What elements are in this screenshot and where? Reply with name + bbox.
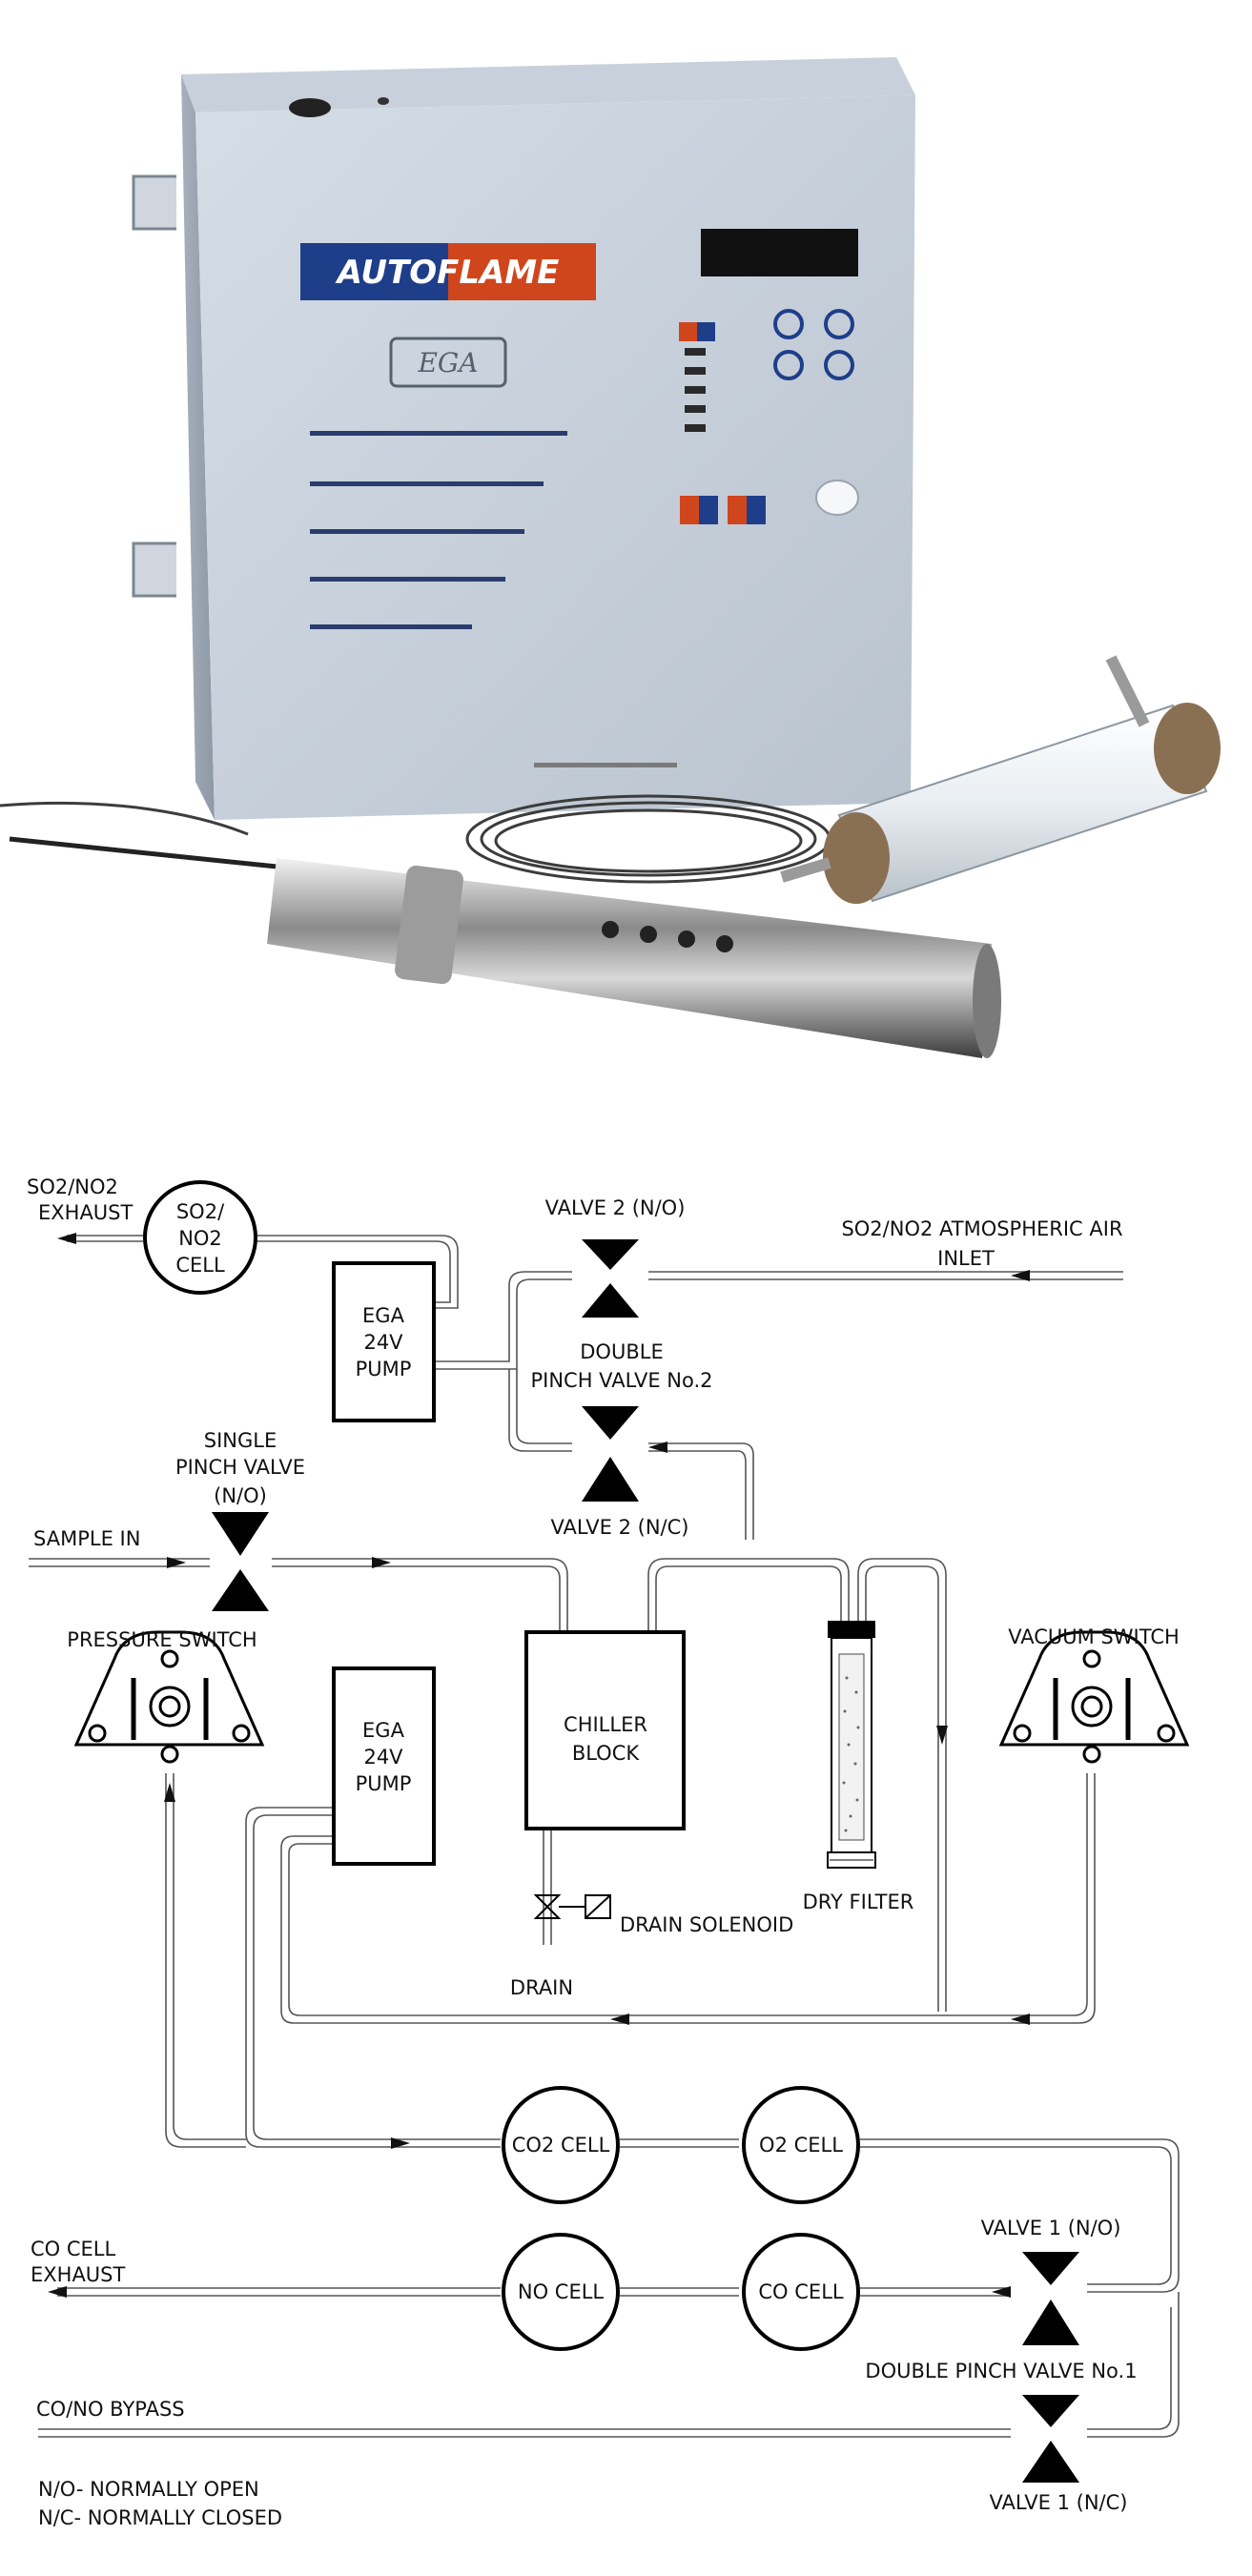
svg-text:CO CELL: CO CELL (758, 2280, 843, 2303)
svg-text:NO CELL: NO CELL (518, 2280, 605, 2303)
co2-cell: CO2 CELL (502, 2086, 620, 2204)
sample-in-label: SAMPLE IN (33, 1527, 140, 1550)
lcd-display (701, 229, 858, 276)
legend-nc: N/C- NORMALLY CLOSED (38, 2506, 282, 2529)
drain-solenoid (533, 1894, 611, 1919)
valve-1-no (1022, 2252, 1079, 2285)
analyser-enclosure (132, 57, 915, 820)
single-pinch-label-3: (N/O) (214, 1484, 267, 1507)
maker-plate (534, 763, 677, 767)
single-pinch-label-2: PINCH VALVE (175, 1456, 305, 1479)
svg-text:PUMP: PUMP (356, 1358, 412, 1380)
valve-2-no-label: VALVE 2 (N/O) (545, 1196, 686, 1219)
keypad-buttons[interactable] (773, 309, 854, 380)
tubing (29, 1235, 1180, 2438)
single-pinch-label: SINGLE (204, 1429, 277, 1452)
legend: N/O- NORMALLY OPEN N/C- NORMALLY CLOSED (38, 2478, 282, 2529)
mode-keys[interactable] (680, 496, 766, 524)
valve-1-nc-label: VALVE 1 (N/C) (990, 2491, 1128, 2514)
in-line-filter (780, 655, 1221, 904)
svg-text:CHILLER: CHILLER (564, 1713, 647, 1736)
svg-text:CO2 CELL: CO2 CELL (512, 2134, 610, 2157)
dry-filter (827, 1621, 876, 1869)
co-no-bypass-label: CO/NO BYPASS (36, 2398, 185, 2421)
atmospheric-inlet-label: SO2/NO2 ATMOSPHERIC AIR (841, 1217, 1122, 1240)
svg-text:SO2/: SO2/ (176, 1200, 225, 1223)
pressure-switch-label: PRESSURE SWITCH (67, 1628, 257, 1651)
svg-text:PUMP: PUMP (356, 1772, 412, 1795)
double-pinch-2-label: DOUBLE (580, 1340, 663, 1363)
double-pinch-valve-1 (1022, 2300, 1079, 2427)
co-cell-exhaust-label-2: EXHAUST (31, 2263, 126, 2286)
single-pinch-valve (212, 1512, 269, 1611)
svg-text:EGA: EGA (417, 347, 478, 378)
double-pinch-2-label-2: PINCH VALVE No.2 (530, 1369, 712, 1392)
double-pinch-valve-2 (582, 1283, 639, 1440)
pump-top: EGA 24V PUMP (332, 1261, 436, 1422)
pressure-switch (73, 1630, 265, 1764)
legend-no: N/O- NORMALLY OPEN (38, 2478, 259, 2501)
valve-2-nc (582, 1457, 639, 1502)
vacuum-switch-label: VACUUM SWITCH (1008, 1625, 1180, 1648)
pump-bottom: EGA 24V PUMP (332, 1666, 436, 1866)
svg-text:24V: 24V (363, 1331, 403, 1354)
svg-text:EGA: EGA (362, 1719, 405, 1742)
so2-no2-exhaust-label: SO2/NO2 (27, 1176, 118, 1198)
so2-no2-cell: SO2/ NO2 CELL (143, 1180, 257, 1295)
svg-text:EGA: EGA (362, 1304, 405, 1327)
dry-filter-label: DRY FILTER (803, 1891, 914, 1913)
svg-text:O2 CELL: O2 CELL (759, 2134, 843, 2157)
double-pinch-1-label: DOUBLE PINCH VALVE No.1 (865, 2360, 1137, 2382)
atmospheric-inlet-label-2: INLET (937, 1247, 995, 1270)
svg-text:BLOCK: BLOCK (572, 1742, 641, 1765)
ega-badge: EGA (389, 337, 507, 388)
o2-cell: O2 CELL (742, 2086, 860, 2204)
co-cell-exhaust-label: CO CELL (31, 2238, 115, 2260)
drain-label: DRAIN (510, 1976, 573, 1999)
autoflame-logo: AUTOFLAME (300, 243, 596, 300)
valve-2-no (582, 1239, 639, 1270)
no-cell: NO CELL (502, 2233, 620, 2351)
drain-solenoid-label: DRAIN SOLENOID (620, 1913, 793, 1936)
svg-text:CELL: CELL (175, 1254, 225, 1277)
valve-1-nc (1022, 2441, 1079, 2483)
reset-button[interactable] (815, 480, 859, 516)
valve-1-no-label: VALVE 1 (N/O) (981, 2217, 1121, 2239)
co-cell: CO CELL (742, 2233, 860, 2351)
status-leds (679, 322, 715, 432)
chiller-block: CHILLER BLOCK (524, 1630, 686, 1830)
flow-arrows (48, 1233, 1030, 2298)
so2-no2-exhaust-label-2: EXHAUST (38, 1201, 133, 1224)
vacuum-switch (998, 1630, 1190, 1764)
gas-flow-schematic: SO2/ NO2 CELL EGA 24V PUMP EGA 24V PUMP … (27, 1176, 1190, 2529)
svg-text:AUTOFLAME: AUTOFLAME (335, 254, 560, 292)
product-photo: AUTOFLAME EGA (0, 57, 1221, 1058)
svg-text:24V: 24V (363, 1746, 403, 1768)
panel-text-lines (310, 431, 567, 629)
svg-text:NO2: NO2 (178, 1227, 222, 1250)
valve-2-nc-label: VALVE 2 (N/C) (551, 1516, 689, 1539)
sampling-probe (9, 836, 1001, 1058)
